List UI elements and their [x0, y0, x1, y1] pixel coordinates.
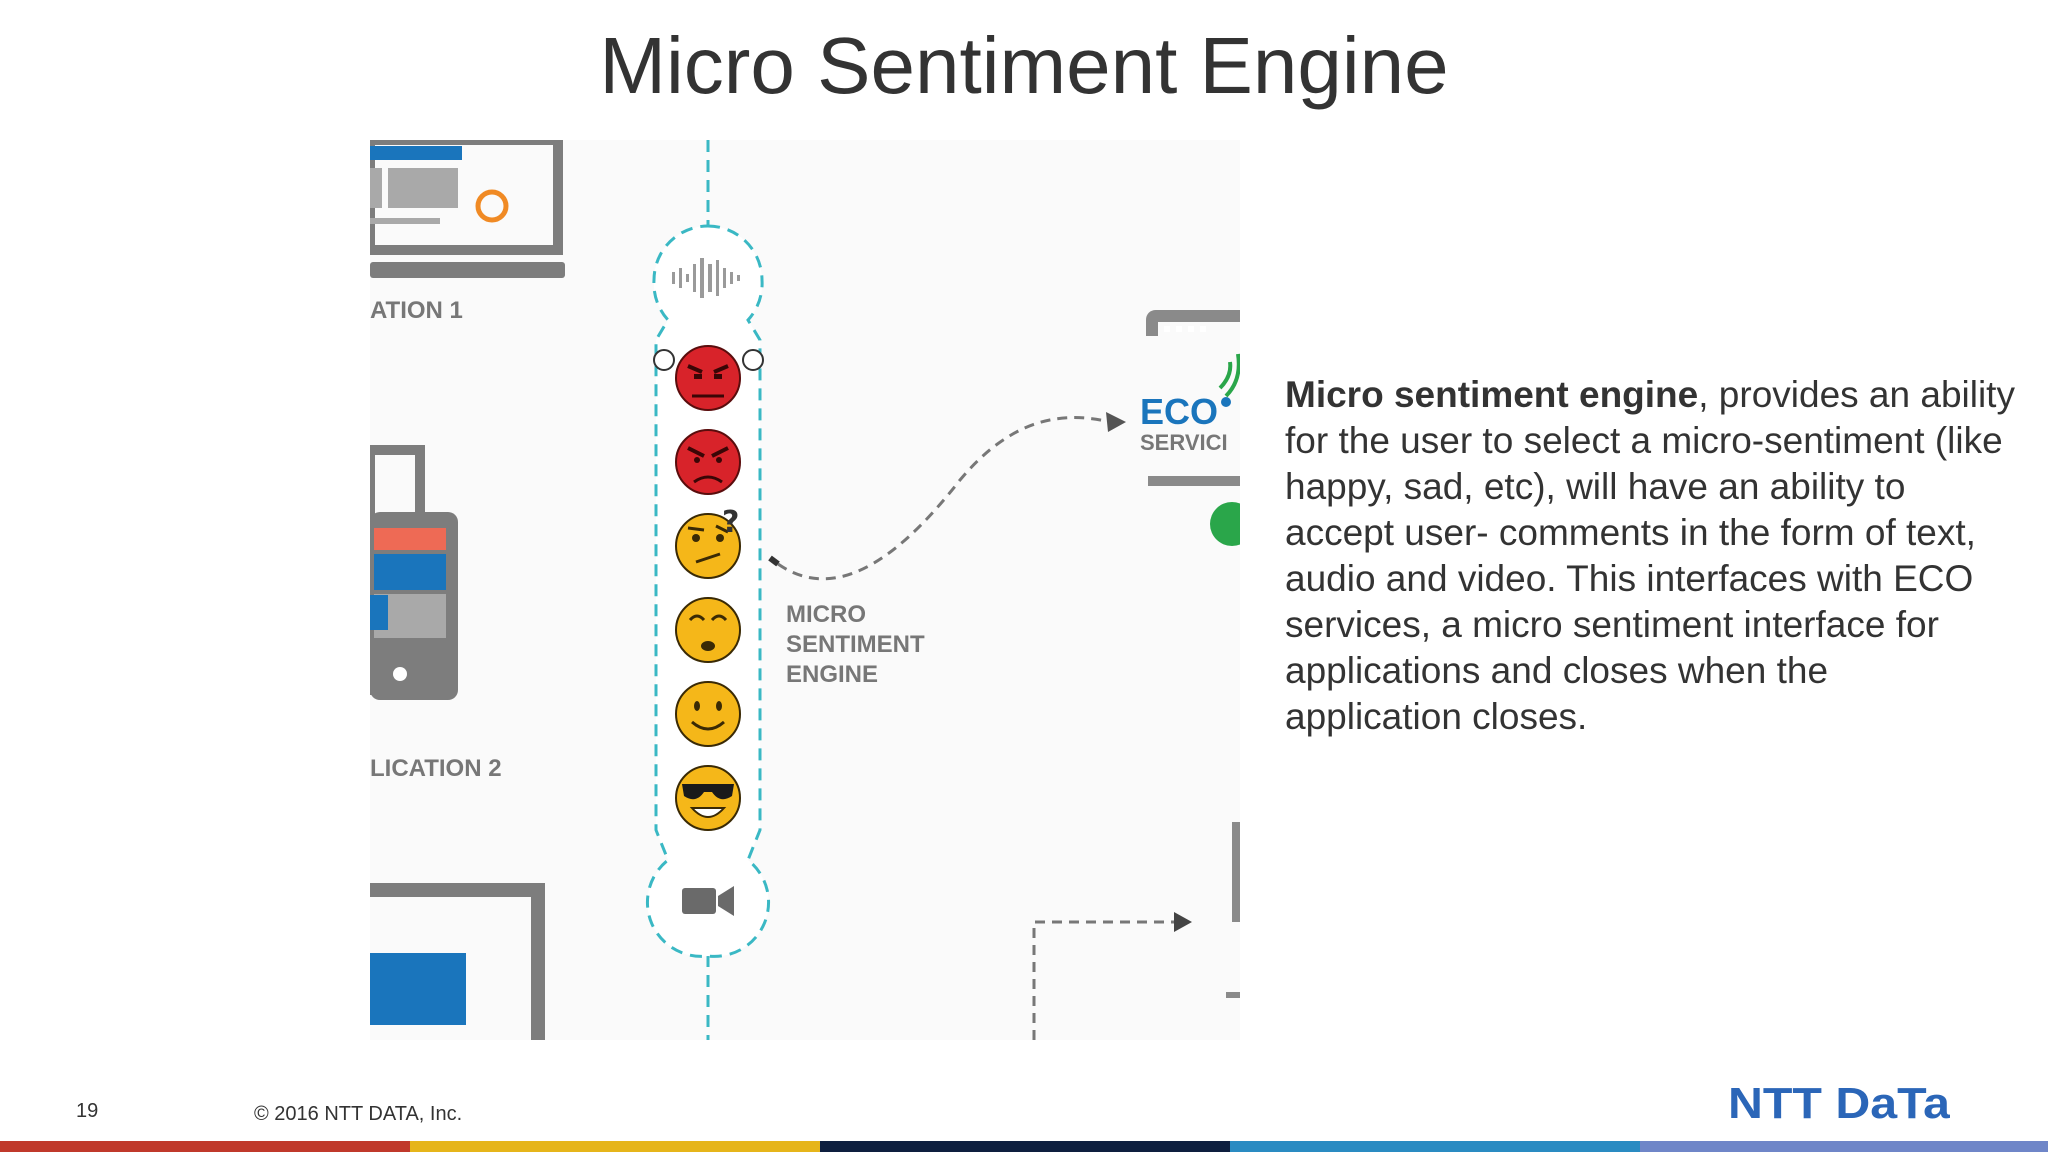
- page-number: 19: [76, 1100, 99, 1122]
- application-1-laptop: [370, 140, 565, 278]
- description-bold-lead: Micro sentiment engine: [1285, 374, 1699, 415]
- engine-description: Micro sentiment engine, provides an abil…: [1285, 372, 2015, 740]
- description-body: , provides an ability for the user to se…: [1285, 374, 2015, 737]
- slide-title: Micro Sentiment Engine: [599, 21, 1449, 110]
- engine-label-line-2: SENTIMENT: [786, 631, 925, 658]
- footer-band-5: [1640, 1141, 2048, 1152]
- ntt-data-logo: NTT DaTa: [1728, 1080, 1950, 1124]
- video-camera-icon[interactable]: [682, 886, 734, 916]
- footer-band-4: [1230, 1141, 1640, 1152]
- confused-face-icon[interactable]: ?: [675, 505, 741, 579]
- cool-face-icon[interactable]: [675, 765, 741, 831]
- app-label-1: ATION 1: [370, 297, 463, 324]
- footer-band-3: [820, 1141, 1230, 1152]
- eco-label: ECO: [1140, 391, 1218, 432]
- very-angry-face-icon[interactable]: [653, 345, 764, 411]
- copyright: © 2016 NTT DATA, Inc.: [254, 1103, 463, 1125]
- audio-wave-icon[interactable]: [672, 258, 740, 298]
- application-3-desktop: [370, 883, 545, 1040]
- eco-sub-label: SERVICI: [1140, 430, 1228, 455]
- footer-band-1: [0, 1141, 410, 1152]
- happy-face-icon[interactable]: [675, 681, 741, 747]
- engine-to-eco-arrow: [768, 412, 1126, 581]
- engine-capsule: [645, 140, 771, 1040]
- sentiment-diagram: ATION 1 LICATION 2: [370, 140, 1240, 1040]
- app-label-2: LICATION 2: [370, 755, 502, 782]
- eco-services-block: [1146, 310, 1240, 546]
- engine-label-line-3: ENGINE: [786, 661, 878, 688]
- application-2-mobile: [370, 445, 458, 700]
- footer-band-2: [410, 1141, 820, 1152]
- lower-dashed-connector: [1032, 822, 1240, 1040]
- angry-face-icon[interactable]: [675, 429, 741, 495]
- engine-label-line-1: MICRO: [786, 601, 866, 628]
- logo-text: NTT DaTa: [1728, 1080, 1950, 1124]
- svg-text:?: ?: [722, 505, 739, 540]
- unsure-face-icon[interactable]: [675, 597, 741, 663]
